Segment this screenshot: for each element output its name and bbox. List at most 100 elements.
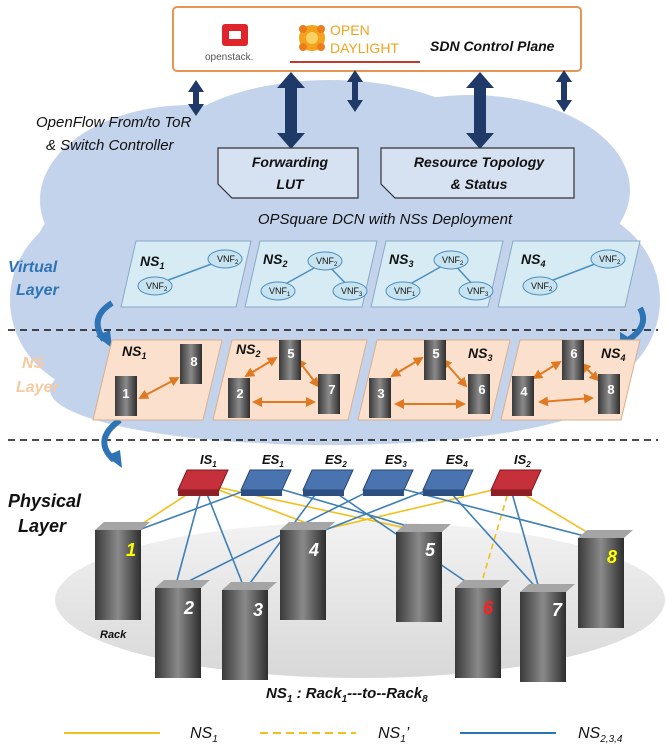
svg-text:4: 4 — [308, 540, 319, 560]
svg-text:VNF2: VNF2 — [316, 256, 338, 268]
svg-text:NS1: NS1 — [140, 253, 164, 271]
svg-text:7: 7 — [552, 600, 563, 620]
rack-1 — [95, 522, 150, 620]
svg-text:VNF1: VNF1 — [394, 286, 416, 298]
svg-text:ES4: ES4 — [446, 452, 468, 469]
cloud-title: OPSquare DCN with NSs Deployment — [258, 211, 513, 228]
physical-racks — [95, 522, 633, 682]
svg-text:NS4: NS4 — [601, 345, 625, 363]
svg-text:NS3: NS3 — [468, 345, 492, 363]
svg-text:ES1: ES1 — [262, 452, 284, 469]
rack-caption: Rack — [100, 629, 127, 641]
svg-text:VNF3: VNF3 — [341, 286, 363, 298]
control-plane-title: SDN Control Plane — [430, 38, 555, 54]
odl-line1: OPEN — [330, 22, 370, 38]
svg-text:ES2: ES2 — [325, 452, 347, 469]
physical-layer-line2: Layer — [18, 516, 67, 536]
legend-ns1-prime-label: NS1’ — [378, 725, 410, 745]
svg-text:VNF2: VNF2 — [599, 254, 621, 266]
opendaylight-logo-icon — [299, 25, 325, 51]
svg-text:3: 3 — [253, 600, 263, 620]
switch-es4 — [422, 469, 474, 496]
topology-line1: Resource Topology — [414, 154, 545, 170]
ns-slice-1 — [92, 339, 223, 421]
control-plane-box — [172, 6, 582, 72]
rack-4 — [280, 522, 335, 620]
svg-text:8: 8 — [607, 382, 614, 397]
ns-layer-line2: Layer — [16, 379, 59, 396]
svg-text:2: 2 — [183, 598, 194, 618]
svg-text:2: 2 — [236, 386, 243, 401]
rack-3 — [222, 582, 277, 680]
switch-is1 — [177, 469, 229, 496]
lut-line2: LUT — [276, 176, 305, 192]
lut-line1: Forwarding — [252, 154, 329, 170]
rack-5 — [396, 524, 451, 622]
switch-labels: IS1 ES1 ES2 ES3 ES4 IS2 — [200, 452, 531, 469]
svg-text:1: 1 — [122, 386, 129, 401]
svg-text:1: 1 — [126, 540, 136, 560]
svg-text:VNF2: VNF2 — [442, 255, 464, 267]
rack-7 — [520, 584, 575, 682]
forwarding-lut-box — [217, 147, 359, 199]
svg-text:NS3: NS3 — [389, 251, 413, 269]
svg-text:ES3: ES3 — [385, 452, 407, 469]
svg-text:8: 8 — [607, 547, 617, 567]
svg-text:NS1: NS1 — [122, 343, 146, 361]
svg-text:7: 7 — [328, 382, 335, 397]
physical-link-ns1-prime — [479, 485, 511, 589]
svg-text:4: 4 — [520, 384, 528, 399]
physical-layer-line1: Physical — [8, 491, 82, 511]
openstack-label: openstack. — [205, 52, 253, 63]
topology-box — [380, 147, 575, 199]
svg-text:VNF1: VNF1 — [269, 286, 291, 298]
rack-8 — [578, 530, 633, 628]
switch-es1 — [240, 469, 292, 496]
svg-text:6: 6 — [483, 598, 494, 618]
ns-slice-labels: NS1 NS2 NS3 NS4 — [122, 341, 625, 363]
svg-text:VNF3: VNF3 — [467, 286, 489, 298]
virtual-ns-labels: NS1 NS2 NS3 NS4 — [140, 251, 545, 271]
svg-text:6: 6 — [478, 382, 485, 397]
ns-layer-line1: NS — [22, 355, 45, 372]
virtual-layer-line1: Virtual — [8, 259, 58, 276]
ns-rack-labels: 1 8 5 2 7 5 3 6 6 4 8 — [122, 346, 614, 401]
switch-is2 — [490, 469, 542, 496]
switch-es2 — [302, 469, 354, 496]
svg-text:NS2: NS2 — [236, 341, 260, 359]
ns-rack-servers — [115, 340, 620, 418]
legend-ns1-label: NS1 — [190, 725, 218, 745]
openflow-line2: & Switch Controller — [46, 137, 175, 154]
legend: NS1 NS1’ NS2,3,4 — [64, 725, 623, 745]
openstack-logo — [222, 24, 248, 46]
legend-ns234-label: NS2,3,4 — [578, 725, 623, 745]
physical-rack-labels: 1 2 3 4 5 6 7 8 — [126, 540, 617, 620]
svg-text:VNF2: VNF2 — [146, 281, 168, 293]
switch-es3 — [362, 469, 414, 496]
svg-text:NS2: NS2 — [263, 251, 287, 269]
ns1-path-caption: NS1 : Rack1---to--Rack8 — [266, 685, 428, 705]
svg-text:6: 6 — [570, 346, 577, 361]
svg-text:IS1: IS1 — [200, 452, 217, 469]
openflow-line1: OpenFlow From/to ToR — [36, 114, 191, 131]
svg-text:VNF2: VNF2 — [217, 254, 239, 266]
virtual-layer-line2: Layer — [16, 282, 59, 299]
vnf-labels: VNF2 VNF2 VNF2 VNF1 VNF3 VNF2 VNF1 VNF3 … — [146, 254, 621, 298]
rack-6 — [455, 580, 510, 678]
topology-line2: & Status — [451, 176, 508, 192]
svg-text:IS2: IS2 — [514, 452, 531, 469]
svg-text:8: 8 — [190, 354, 197, 369]
svg-text:5: 5 — [287, 346, 294, 361]
svg-text:VNF2: VNF2 — [531, 281, 553, 293]
svg-text:5: 5 — [425, 540, 436, 560]
svg-text:NS4: NS4 — [521, 251, 545, 269]
physical-floor — [55, 522, 665, 678]
rack-2 — [155, 580, 210, 678]
control-arrows — [188, 70, 572, 149]
vnf-nodes — [137, 249, 626, 301]
svg-text:3: 3 — [377, 386, 384, 401]
svg-text:5: 5 — [432, 346, 439, 361]
odl-line2: DAYLIGHT — [330, 40, 399, 56]
switches — [177, 469, 542, 496]
